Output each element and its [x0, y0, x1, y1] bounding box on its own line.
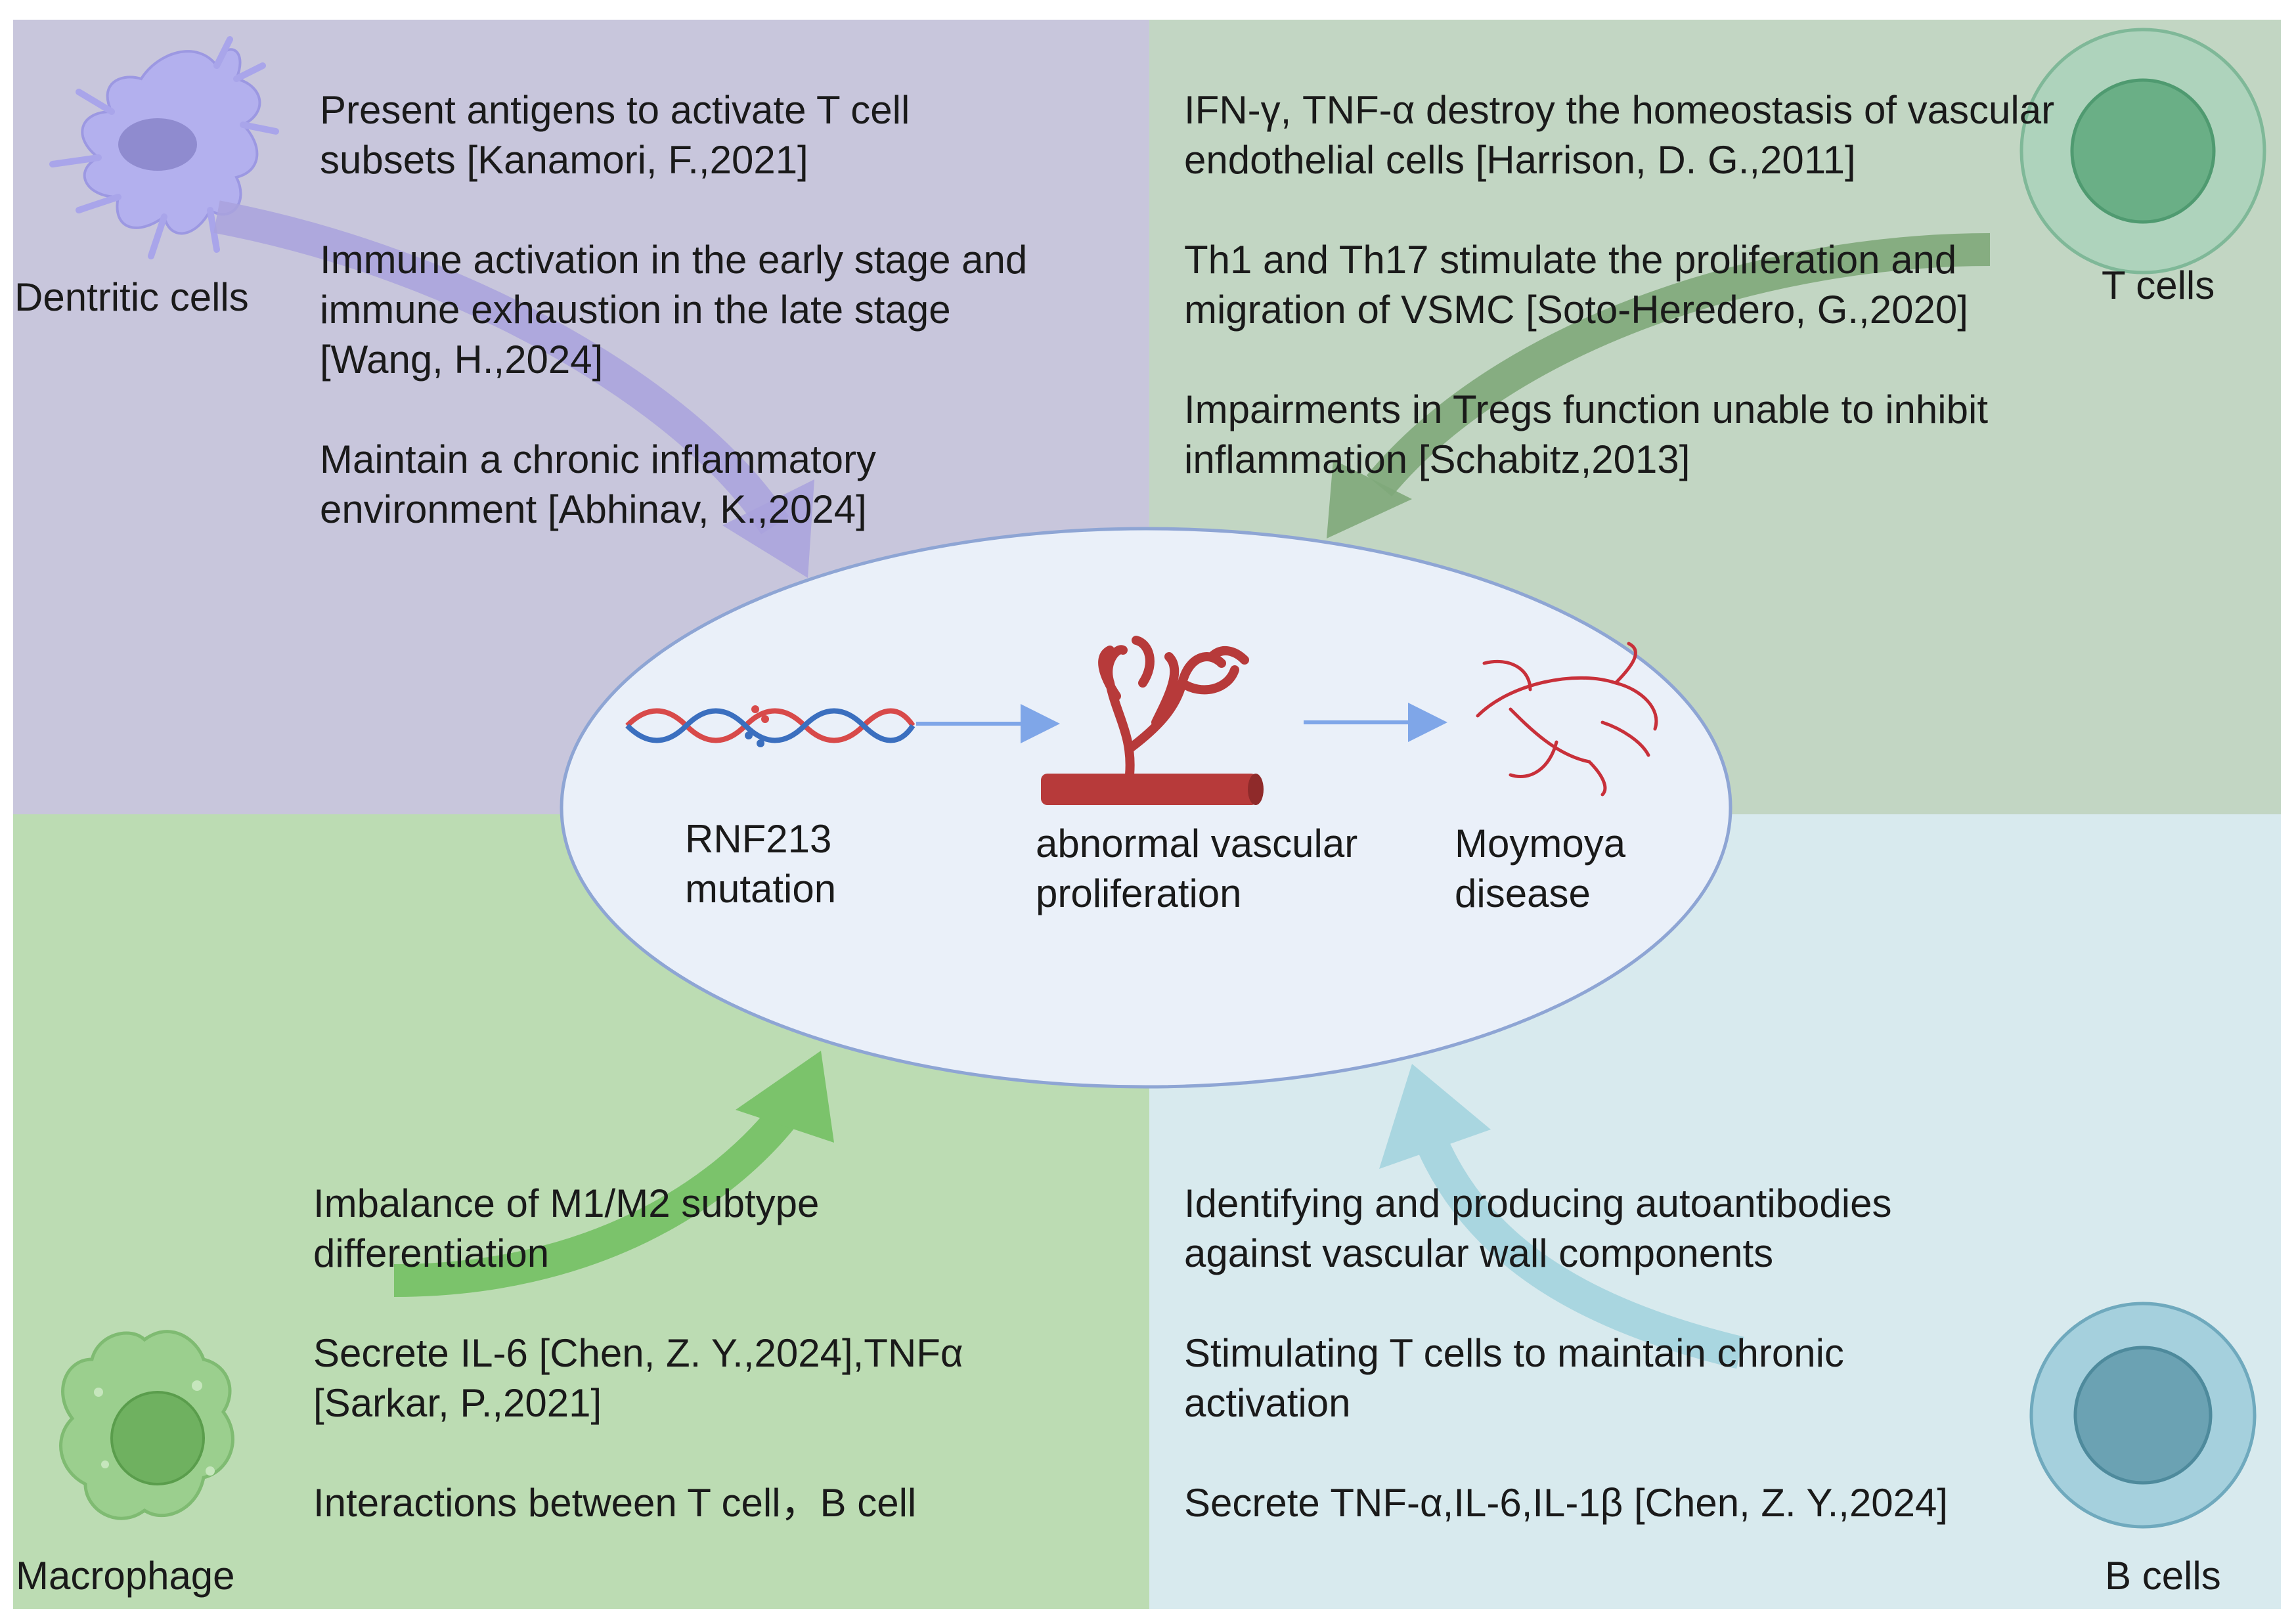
dendritic-cell-functions: Present antigens to activate T cell subs…: [320, 85, 1042, 584]
b-cell-icon: [2029, 1302, 2257, 1529]
list-item: Maintain a chronic inflammatory environm…: [320, 437, 877, 531]
list-item: Th1 and Th17 stimulate the proliferation…: [1184, 238, 1968, 332]
t-cell-icon: [2019, 28, 2266, 274]
t-cells-label: T cells: [2102, 263, 2215, 307]
b-cells-label: B cells: [2105, 1554, 2221, 1598]
list-item: Secrete IL-6 [Chen, Z. Y.,2024],TNFα [Sa…: [313, 1331, 963, 1425]
dendritic-cell-icon: [49, 36, 279, 259]
abnormal-vascular-proliferation-label: abnormal vascular proliferation: [1036, 822, 1358, 915]
list-item: IFN-γ, TNF-α destroy the homeostasis of …: [1184, 88, 2055, 182]
center-ellipse: [560, 527, 1732, 1089]
dendritic-cells-label: Dentritic cells: [14, 275, 249, 319]
arrow-bcell-to-center: [1379, 1064, 1744, 1369]
list-item: Stimulating T cells to maintain chronic …: [1184, 1331, 1844, 1425]
list-item: Interactions between T cell，B cell: [313, 1481, 917, 1525]
list-item: Imbalance of M1/M2 subtype differentiati…: [313, 1181, 820, 1275]
moyamoya-disease-label: Moymoya disease: [1455, 822, 1626, 915]
dna-mutation-icon: [625, 705, 915, 747]
rnf213-mutation-label: RNF213 mutation: [685, 817, 837, 911]
macrophage-functions: Imbalance of M1/M2 subtype differentiati…: [313, 1179, 970, 1578]
arrow-tcell-to-center: [1327, 233, 1991, 538]
list-item: Identifying and producing autoantibodies…: [1184, 1181, 1892, 1275]
list-item: Present antigens to activate T cell subs…: [320, 88, 910, 182]
list-item: Secrete TNF-α,IL-6,IL-1β [Chen, Z. Y.,20…: [1184, 1481, 1949, 1525]
moyamoya-vessel-icon: [1476, 642, 1658, 797]
arrow-dendritic-to-center: [213, 200, 814, 578]
list-item: Impairments in Tregs function unable to …: [1184, 387, 1988, 481]
t-cell-functions: IFN-γ, TNF-α destroy the homeostasis of …: [1184, 85, 2123, 535]
arrow-macrophage-to-center: [393, 1051, 834, 1297]
vascular-proliferation-icon: [1041, 636, 1264, 805]
macrophage-label: Macrophage: [16, 1554, 235, 1598]
macrophage-icon: [59, 1330, 234, 1520]
b-cell-functions: Identifying and producing autoantibodies…: [1184, 1179, 2005, 1578]
list-item: Immune activation in the early stage and…: [320, 238, 1028, 382]
